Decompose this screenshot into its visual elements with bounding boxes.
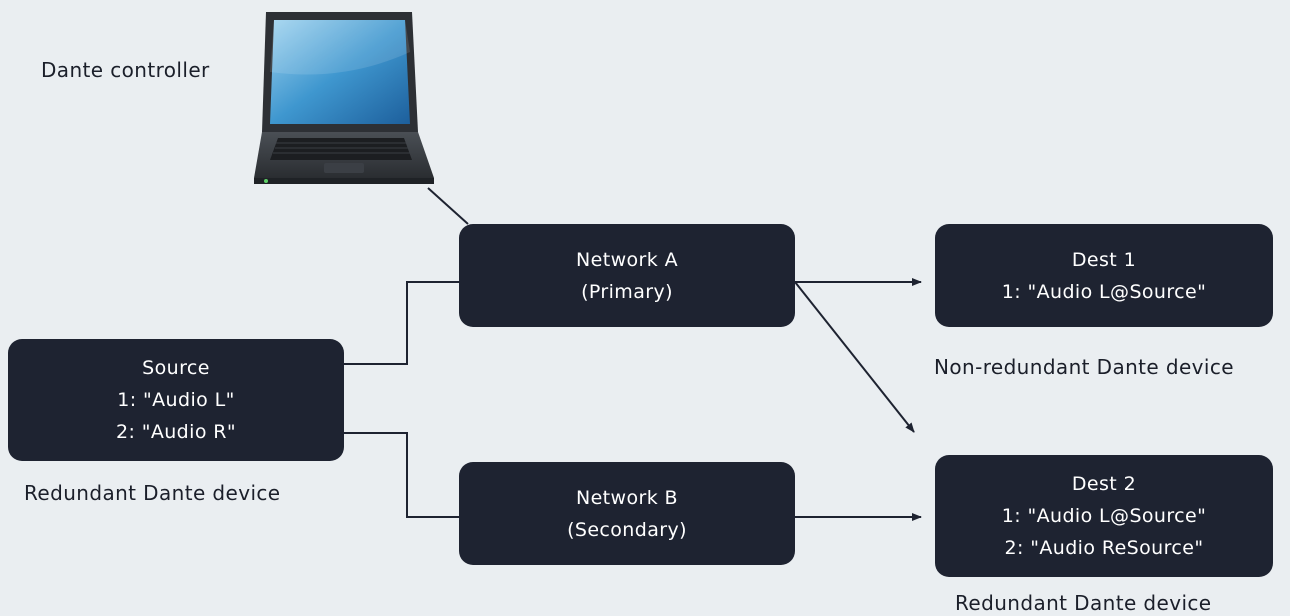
- dest2-channel-2: 2: "Audio ReSource": [1004, 537, 1204, 559]
- network-a-box[interactable]: Network A (Primary): [459, 224, 795, 327]
- source-to-network-b-wire: [344, 432, 459, 518]
- dest1-title: Dest 1: [1071, 248, 1137, 271]
- network-a-to-dest2-arrow: [794, 281, 915, 433]
- network-a-role: (Primary): [581, 280, 673, 303]
- source-device-box[interactable]: Source 1: "Audio L" 2: "Audio R": [8, 339, 344, 461]
- source-channel-2: 2: "Audio R": [115, 421, 237, 443]
- network-a-name: Network A: [576, 248, 678, 271]
- dest2-title: Dest 2: [1071, 473, 1137, 495]
- source-to-network-a-wire: [344, 281, 459, 365]
- network-b-box[interactable]: Network B (Secondary): [459, 462, 795, 565]
- controller-to-network-a-wire: [427, 187, 469, 225]
- dest1-device-box[interactable]: Dest 1 1: "Audio L@Source": [935, 224, 1273, 327]
- dest2-channel-1: 1: "Audio L@Source": [1001, 505, 1207, 527]
- dest1-device-caption: Non-redundant Dante device: [934, 355, 1234, 379]
- source-device-caption: Redundant Dante device: [24, 481, 281, 505]
- dest1-channel-1: 1: "Audio L@Source": [1001, 280, 1207, 303]
- network-b-name: Network B: [575, 486, 678, 509]
- laptop-icon: [254, 12, 434, 184]
- dest2-device-box[interactable]: Dest 2 1: "Audio L@Source" 2: "Audio ReS…: [935, 455, 1273, 577]
- source-channel-1: 1: "Audio L": [117, 389, 235, 411]
- dante-controller-label: Dante controller: [41, 58, 210, 82]
- dest2-device-caption: Redundant Dante device: [955, 591, 1212, 615]
- source-title: Source: [142, 357, 210, 379]
- network-b-role: (Secondary): [567, 518, 687, 541]
